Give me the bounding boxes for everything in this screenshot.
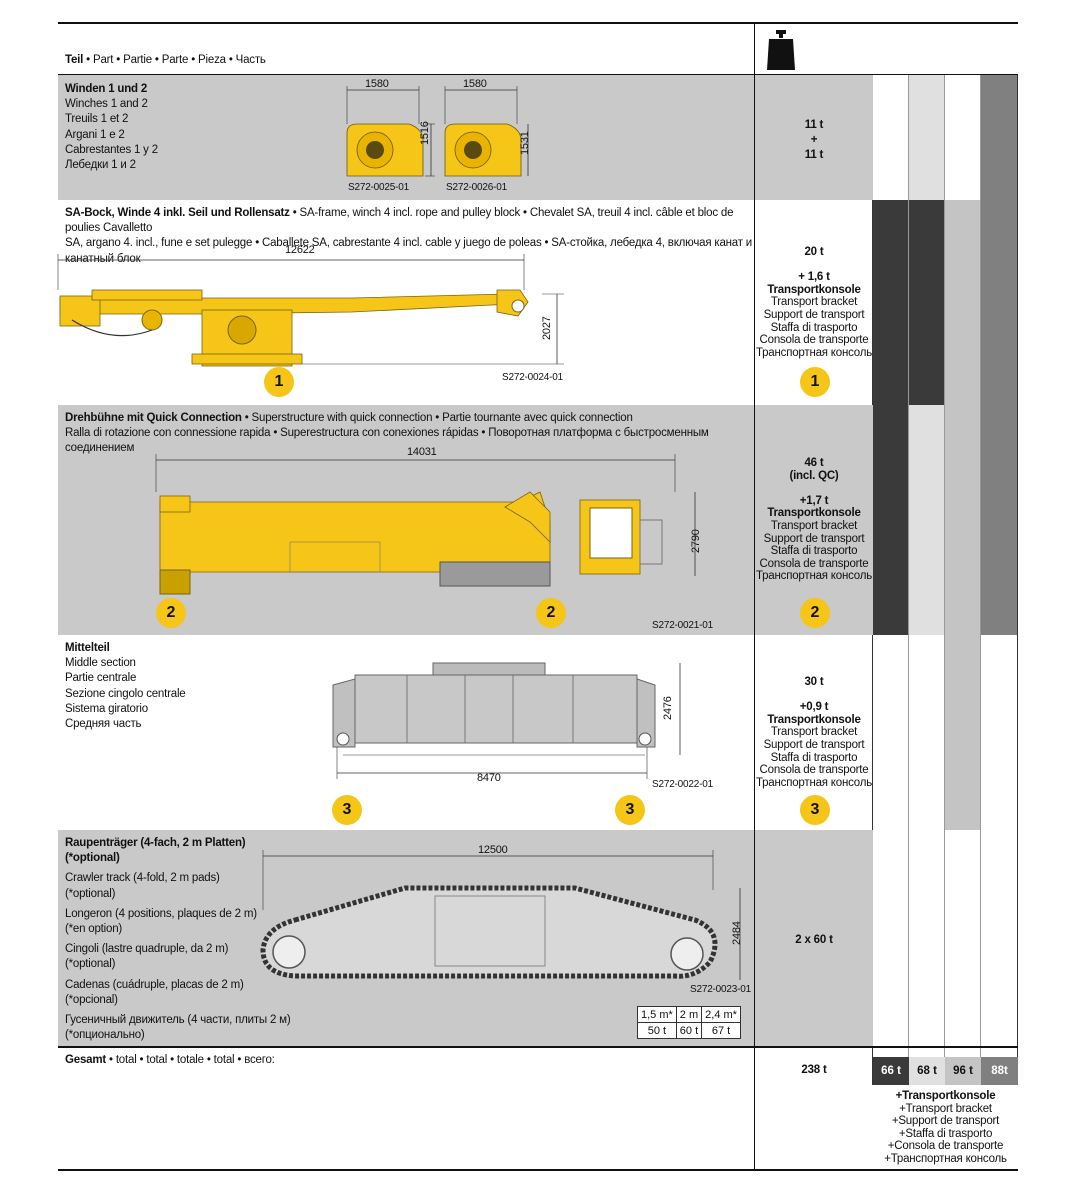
crawler-drawing (260, 850, 741, 980)
middle-section-drawing (332, 662, 681, 779)
drawing-code: S272-0024-01 (502, 372, 563, 383)
transport-bracket-badge: 3 (332, 795, 362, 825)
dim-superstructure-height: 2790 (690, 529, 702, 553)
col-line (944, 75, 945, 1085)
middle-text: Mittelteil Middle section Partie central… (65, 642, 186, 731)
config-bar-2c (909, 405, 945, 635)
dim-winch1-height: 1516 (419, 121, 431, 145)
drawing-code: S272-0022-01 (652, 779, 713, 790)
dim-saframe-height: 2027 (541, 316, 553, 340)
bottom-rule (58, 1169, 1018, 1171)
drawing-code: S272-0025-01 (348, 182, 409, 193)
drawing-code: S272-0021-01 (652, 620, 713, 631)
superstructure-text: Drehbühne mit Quick Connection • Superst… (65, 412, 709, 455)
pad-weight-table: 1,5 m* 2 m 2,4 m* 50 t 60 t 67 t (637, 1006, 741, 1039)
weight-badge: 3 (800, 795, 830, 825)
weight-badge: 1 (800, 367, 830, 397)
config-bar-2b (909, 200, 945, 405)
row-winches-weight-bg (755, 75, 873, 200)
winches-text: Winden 1 und 2 Winches 1 and 2 Treuils 1… (65, 83, 158, 172)
winches-drawing (346, 86, 529, 177)
saframe-weight: 20 t + 1,6 t Transportkonsole Transport … (755, 246, 873, 359)
total-config-2: 68 t (909, 1057, 945, 1085)
config-bar-4 (981, 75, 1018, 635)
pad-weight: 67 t (701, 1022, 741, 1039)
transport-bracket-badge: 2 (156, 598, 186, 628)
transport-bracket-badge: 3 (615, 795, 645, 825)
pad-size: 2,4 m* (701, 1006, 741, 1023)
total-label: Gesamt • total • total • totale • total … (65, 1054, 275, 1066)
total-config-1: 66 t (873, 1057, 909, 1085)
col-line (908, 75, 909, 1085)
dim-winch1-width: 1580 (365, 78, 389, 90)
header-part-label: Teil • Part • Partie • Parte • Pieza • Ч… (65, 54, 266, 66)
weight-icon (767, 30, 795, 70)
crawler-text: Raupenträger (4-fach, 2 m Platten)(*opti… (65, 837, 291, 1042)
dim-crawler-height: 2484 (731, 921, 743, 945)
dim-middle-length: 8470 (477, 772, 501, 784)
superstructure-drawing (155, 454, 696, 595)
pad-size: 2 m (675, 1006, 703, 1023)
dim-superstructure-length: 14031 (407, 446, 437, 458)
transport-bracket-badge: 2 (536, 598, 566, 628)
crawler-weight: 2 x 60 t (795, 934, 833, 946)
header-rule (58, 74, 1018, 75)
column-separator (754, 24, 755, 1170)
col-line (1017, 75, 1018, 1085)
drawing-code: S272-0023-01 (690, 984, 751, 995)
row-superstructure-weight-bg (755, 405, 873, 635)
winches-weight: 11 t+11 t (804, 119, 824, 161)
config-bar-2a (909, 75, 945, 200)
pad-weight: 50 t (637, 1022, 677, 1039)
dim-saframe-length: 12622 (285, 244, 315, 256)
dim-middle-height: 2476 (662, 696, 674, 720)
pad-weight: 60 t (675, 1022, 703, 1039)
drawing-code: S272-0026-01 (446, 182, 507, 193)
dim-winch2-width: 1580 (463, 78, 487, 90)
dim-winch2-height: 1531 (519, 131, 531, 155)
transport-bracket-badge: 1 (264, 367, 294, 397)
superstructure-weight: 46 t (incl. QC) +1,7 t Transportkonsole … (755, 457, 873, 583)
config-bar-1 (873, 200, 909, 635)
middle-weight: 30 t +0,9 t Transportkonsole Transport b… (755, 676, 873, 789)
total-bracket-note: +Transportkonsole +Transport bracket +Su… (884, 1090, 1007, 1165)
total-config-3: 96 t (945, 1057, 981, 1085)
saframe-drawing (57, 254, 564, 367)
total-config-4: 88t (981, 1057, 1018, 1085)
weight-badge: 2 (800, 598, 830, 628)
total-rule (58, 1046, 1018, 1048)
col-line (980, 75, 981, 1085)
total-weight: 238 t (801, 1064, 827, 1076)
dim-crawler-length: 12500 (478, 844, 508, 856)
pad-size: 1,5 m* (637, 1006, 677, 1023)
top-rule (58, 22, 1018, 24)
row-crawler-weight-bg (755, 830, 873, 1047)
saframe-text: SA-Bock, Winde 4 inkl. Seil und Rollensa… (65, 207, 753, 265)
config-bar-3 (945, 200, 981, 830)
